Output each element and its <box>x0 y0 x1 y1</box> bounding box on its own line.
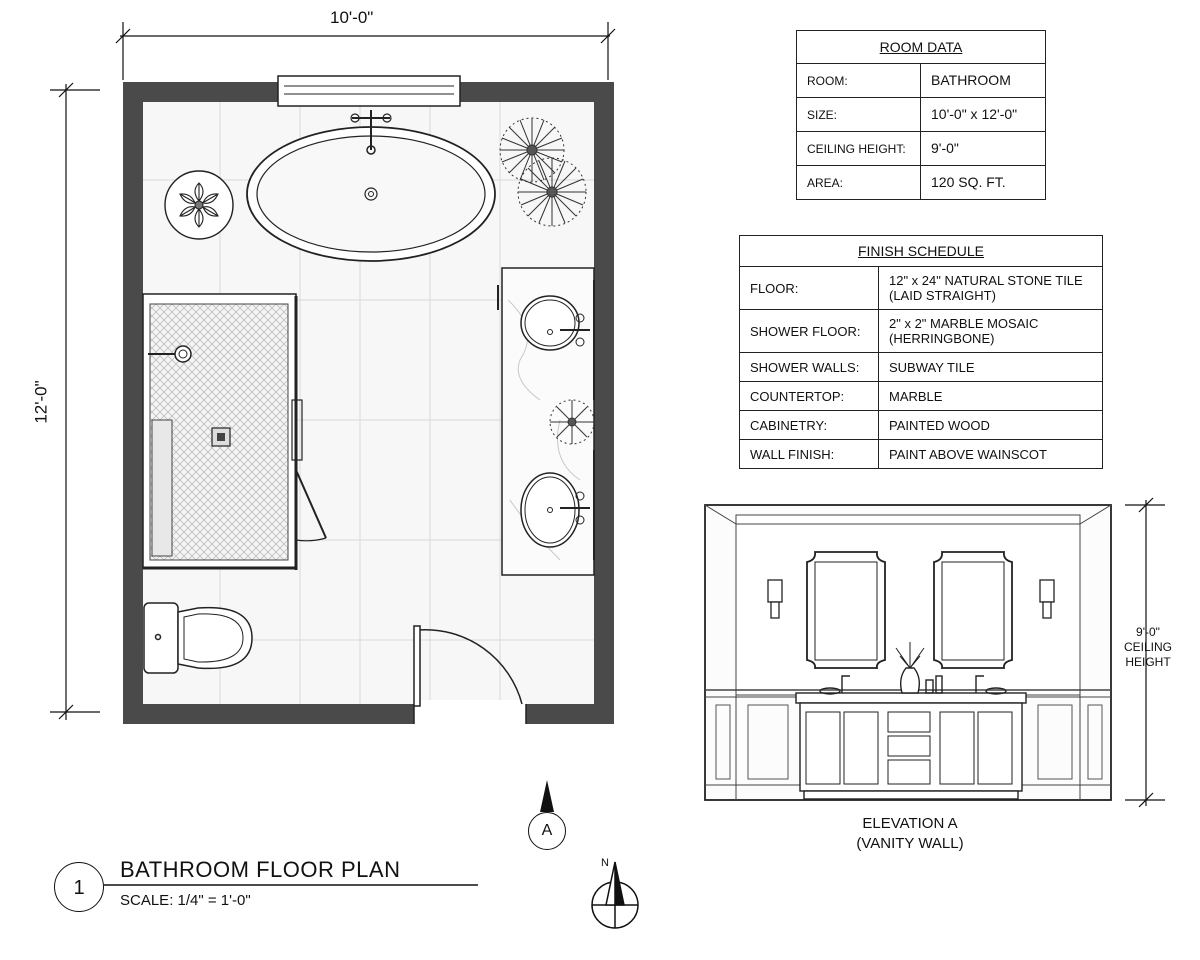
dimension-left <box>50 82 100 720</box>
finish-label: CABINETRY: <box>740 411 879 439</box>
finish-label: COUNTERTOP: <box>740 382 879 410</box>
finish-value-line1: 12" x 24" NATURAL STONE TILE <box>889 273 1083 288</box>
plan-scale: SCALE: 1/4" = 1'-0" <box>120 892 251 909</box>
ceiling-height-dim: 9'-0" <box>1136 625 1160 639</box>
shower <box>142 293 327 570</box>
plan-number-bubble: 1 <box>54 862 104 912</box>
finish-value: SUBWAY TILE <box>889 359 975 375</box>
room-data-label: CEILING HEIGHT: <box>797 132 921 165</box>
finish-schedule-title: FINISH SCHEDULE <box>740 236 1102 267</box>
room-data-label: SIZE: <box>797 98 921 131</box>
elevation-a <box>704 504 1112 801</box>
entry-door <box>413 625 523 707</box>
elevation-title: ELEVATION A (VANITY WALL) <box>790 814 1030 854</box>
plan-title: BATHROOM FLOOR PLAN <box>120 857 401 882</box>
room-data-table: ROOM DATA ROOM: BATHROOM SIZE: 10'-0" x … <box>796 30 1046 200</box>
finish-label: FLOOR: <box>740 267 879 309</box>
room-data-value: 9'-0" <box>931 140 959 156</box>
north-arrow <box>591 861 639 929</box>
finish-label: WALL FINISH: <box>740 440 879 468</box>
ceiling-dimension <box>1125 497 1165 808</box>
finish-value: MARBLE <box>889 388 943 404</box>
table-row: AREA: 120 SQ. FT. <box>797 166 1045 199</box>
bathtub <box>246 110 496 262</box>
finish-schedule-table: FINISH SCHEDULE FLOOR: 12" x 24" NATURAL… <box>739 235 1103 469</box>
elevation-title-line1: ELEVATION A <box>862 815 958 832</box>
table-row: COUNTERTOP: MARBLE <box>740 382 1102 411</box>
dimension-top <box>115 22 616 80</box>
plant-left <box>164 170 234 240</box>
north-label: N <box>601 857 609 869</box>
table-row: CABINETRY: PAINTED WOOD <box>740 411 1102 440</box>
room-data-label: AREA: <box>797 166 921 199</box>
room-data-value: BATHROOM <box>931 72 1011 88</box>
room-data-title: ROOM DATA <box>797 31 1045 64</box>
ceiling-height-text1: CEILING <box>1123 640 1172 654</box>
vanity <box>497 267 595 576</box>
table-row: SHOWER FLOOR: 2" x 2" MARBLE MOSAIC (HER… <box>740 310 1102 353</box>
room-data-label: ROOM: <box>797 64 921 97</box>
finish-value-line2: (LAID STRAIGHT) <box>889 288 996 303</box>
finish-label: SHOWER FLOOR: <box>740 310 879 352</box>
finish-label: SHOWER WALLS: <box>740 353 879 381</box>
section-marker-arrow <box>540 780 554 812</box>
finish-value: 12" x 24" NATURAL STONE TILE (LAID STRAI… <box>879 267 1102 309</box>
plant-corner <box>499 117 587 227</box>
table-row: ROOM: BATHROOM <box>797 64 1045 98</box>
height-dimension-label: 12'-0" <box>31 380 51 424</box>
table-row: CEILING HEIGHT: 9'-0" <box>797 132 1045 166</box>
toilet <box>143 602 253 674</box>
finish-value: 2" x 2" MARBLE MOSAIC (HERRINGBONE) <box>879 310 1102 352</box>
room-data-value: 10'-0" x 12'-0" <box>931 106 1018 122</box>
finish-value: PAINTED WOOD <box>889 417 990 433</box>
table-row: SHOWER WALLS: SUBWAY TILE <box>740 353 1102 382</box>
finish-value-line1: 2" x 2" MARBLE MOSAIC <box>889 316 1039 331</box>
finish-value-line2: (HERRINGBONE) <box>889 331 995 346</box>
section-marker-a: A <box>528 812 566 850</box>
ceiling-height-text2: HEIGHT <box>1125 655 1171 669</box>
elevation-title-line2: (VANITY WALL) <box>856 835 964 852</box>
room-data-value: 120 SQ. FT. <box>931 174 1006 190</box>
ceiling-height-label: 9'-0" CEILING HEIGHT <box>1118 625 1178 670</box>
table-row: SIZE: 10'-0" x 12'-0" <box>797 98 1045 132</box>
finish-value: PAINT ABOVE WAINSCOT <box>889 446 1047 462</box>
width-dimension-label: 10'-0" <box>330 8 374 27</box>
table-row: WALL FINISH: PAINT ABOVE WAINSCOT <box>740 440 1102 468</box>
table-row: FLOOR: 12" x 24" NATURAL STONE TILE (LAI… <box>740 267 1102 310</box>
